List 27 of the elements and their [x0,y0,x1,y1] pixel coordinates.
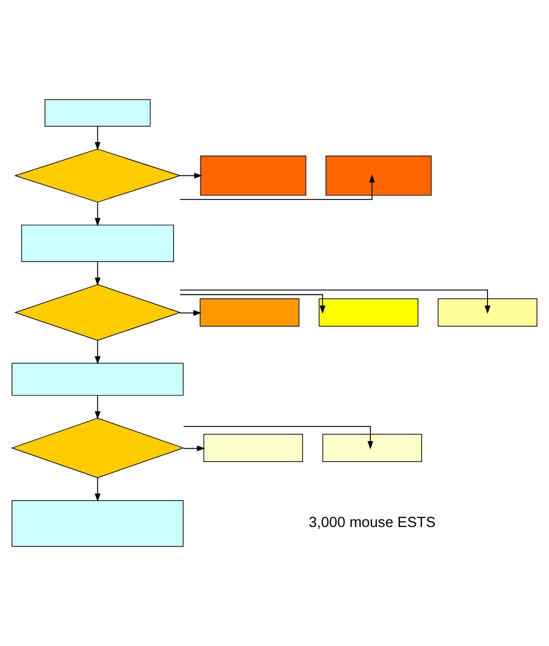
arrow [180,294,326,314]
node-box [438,298,538,327]
arrow [94,202,100,226]
arrow [183,426,374,450]
node-box [44,99,151,127]
arrow [183,446,206,452]
arrow [94,477,100,502]
arrow [180,172,202,179]
node-box [200,298,300,327]
arrow [94,126,100,150]
arrow [94,261,100,286]
node-box [12,362,184,396]
node-diamond [10,418,184,478]
node-box [200,156,306,196]
node-box [322,434,422,462]
arrow [94,340,100,364]
label: 3,000 mouse ESTS [308,514,436,531]
arrow [180,290,490,314]
node-diamond [14,284,182,341]
node-box [203,434,303,462]
node-box [21,224,174,262]
node-box [326,156,432,196]
node-diamond [14,148,182,203]
arrow [180,310,202,316]
node-box [12,500,184,547]
arrow [94,395,100,420]
arrow [180,174,375,200]
